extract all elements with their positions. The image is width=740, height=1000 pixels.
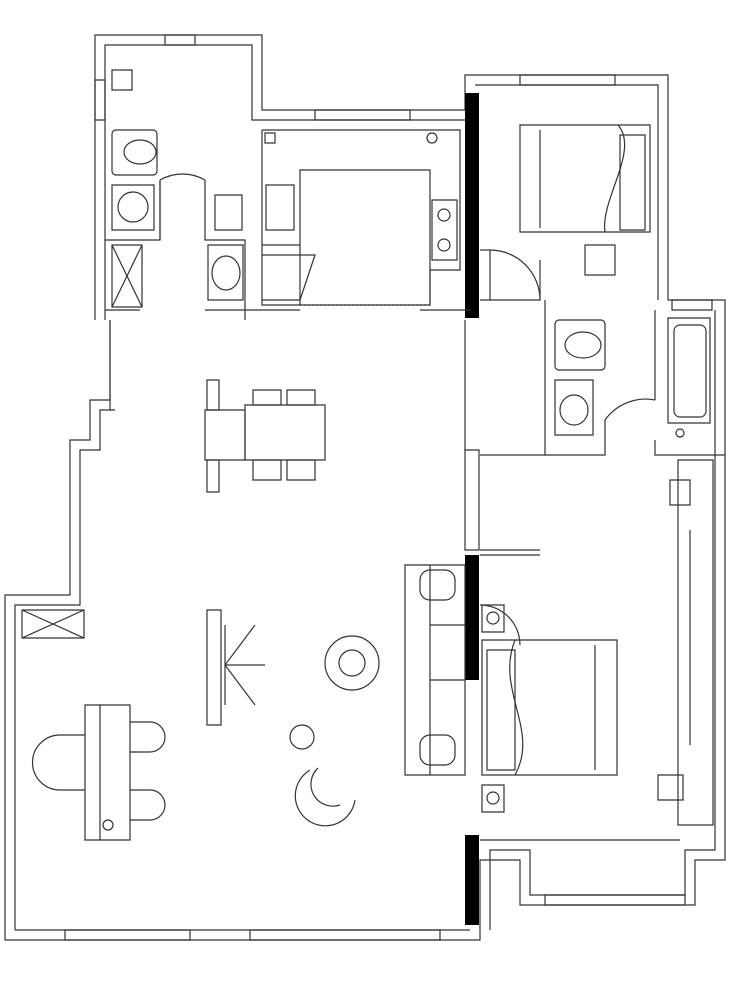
bed-lower — [482, 460, 713, 825]
coffee-tables — [290, 636, 379, 826]
windows — [65, 35, 712, 940]
dining-table-lower — [22, 610, 165, 840]
dining-table-upper — [205, 380, 325, 492]
interior-walls — [105, 180, 725, 840]
bathroom-fixtures — [112, 70, 710, 437]
tv-unit — [207, 610, 265, 725]
sofa — [405, 565, 465, 775]
kitchen-counter — [262, 130, 460, 305]
exterior-walls — [5, 35, 725, 940]
structural-walls — [465, 93, 479, 925]
bed-upper — [520, 125, 650, 275]
doors — [160, 174, 655, 645]
